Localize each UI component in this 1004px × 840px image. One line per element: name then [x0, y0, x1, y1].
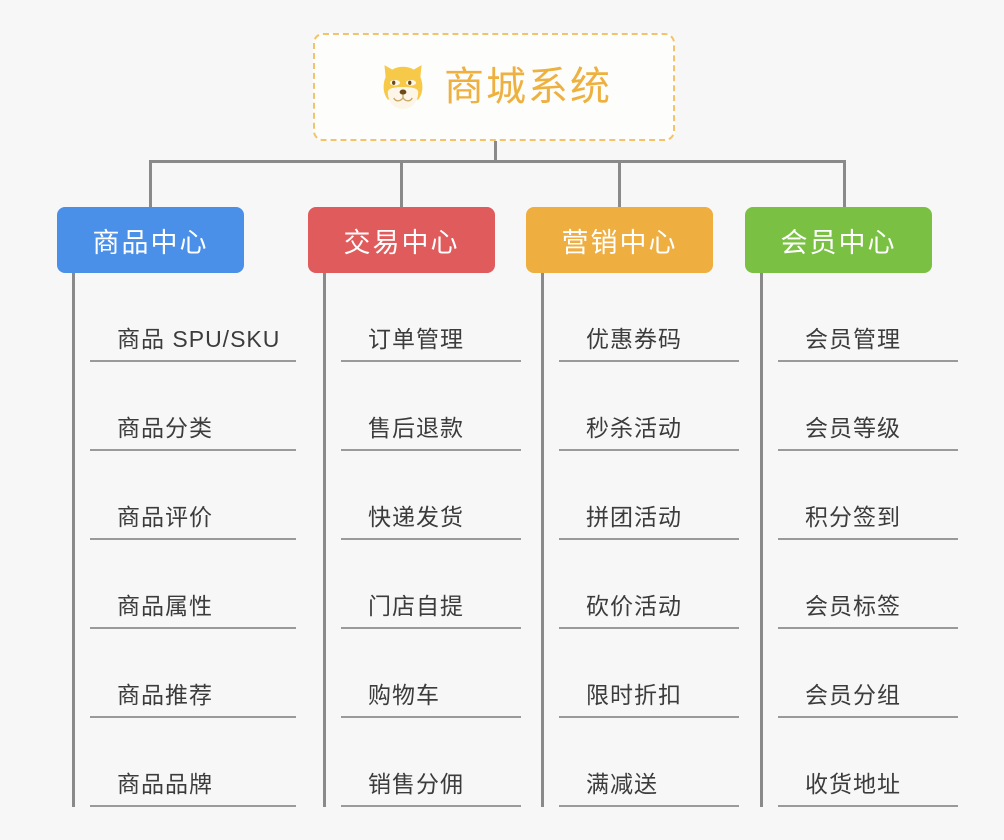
- list-item-label: 会员管理: [805, 325, 901, 352]
- column-header-label: 商品中心: [92, 227, 209, 258]
- list-item-label: 门店自提: [368, 592, 464, 619]
- list-item[interactable]: 拼团活动: [559, 451, 739, 540]
- root-node[interactable]: 商城系统: [313, 33, 675, 141]
- list-item-label: 售后退款: [368, 414, 464, 441]
- connector-drop-product-center: [149, 160, 152, 207]
- column-header-label: 营销中心: [561, 227, 678, 258]
- list-item[interactable]: 门店自提: [341, 540, 521, 629]
- column-header-label: 交易中心: [343, 227, 460, 258]
- list-item[interactable]: 收货地址: [778, 718, 958, 807]
- column-trade-center: 交易中心 订单管理 售后退款 快递发货 门店自提 购物车 销售分佣: [308, 207, 521, 807]
- list-item[interactable]: 商品 SPU/SKU: [90, 273, 296, 362]
- list-item[interactable]: 商品属性: [90, 540, 296, 629]
- column-items-product-center: 商品 SPU/SKU 商品分类 商品评价 商品属性 商品推荐 商品品牌: [72, 273, 296, 807]
- list-item-label: 商品评价: [117, 503, 213, 530]
- list-item[interactable]: 会员等级: [778, 362, 958, 451]
- shiba-dog-icon: [383, 65, 423, 109]
- list-item-label: 会员等级: [805, 414, 901, 441]
- list-item[interactable]: 购物车: [341, 629, 521, 718]
- list-item[interactable]: 会员管理: [778, 273, 958, 362]
- list-item-label: 商品品牌: [117, 770, 213, 797]
- column-header-marketing-center[interactable]: 营销中心: [526, 207, 713, 273]
- connector-drop-marketing-center: [618, 160, 621, 207]
- list-item[interactable]: 售后退款: [341, 362, 521, 451]
- list-item-label: 会员标签: [805, 592, 901, 619]
- connector-drop-member-center: [843, 160, 846, 207]
- connector-drop-trade-center: [400, 160, 403, 207]
- list-item[interactable]: 积分签到: [778, 451, 958, 540]
- list-item-label: 积分签到: [805, 503, 901, 530]
- list-item[interactable]: 秒杀活动: [559, 362, 739, 451]
- list-item[interactable]: 商品品牌: [90, 718, 296, 807]
- column-header-label: 会员中心: [780, 227, 897, 258]
- list-item[interactable]: 砍价活动: [559, 540, 739, 629]
- list-item[interactable]: 限时折扣: [559, 629, 739, 718]
- list-item[interactable]: 快递发货: [341, 451, 521, 540]
- list-item[interactable]: 商品评价: [90, 451, 296, 540]
- column-items-marketing-center: 优惠券码 秒杀活动 拼团活动 砍价活动 限时折扣 满减送: [541, 273, 739, 807]
- column-header-trade-center[interactable]: 交易中心: [308, 207, 495, 273]
- list-item-label: 优惠券码: [586, 325, 682, 352]
- list-item-label: 砍价活动: [586, 592, 682, 619]
- connector-horizontal-bus: [149, 160, 846, 163]
- list-item-label: 订单管理: [368, 325, 464, 352]
- column-member-center: 会员中心 会员管理 会员等级 积分签到 会员标签 会员分组 收货地址: [745, 207, 958, 807]
- column-header-member-center[interactable]: 会员中心: [745, 207, 932, 273]
- list-item-label: 购物车: [368, 681, 440, 708]
- list-item-label: 商品推荐: [117, 681, 213, 708]
- list-item-label: 会员分组: [805, 681, 901, 708]
- list-item-label: 商品分类: [117, 414, 213, 441]
- column-product-center: 商品中心 商品 SPU/SKU 商品分类 商品评价 商品属性 商品推荐 商品品牌: [57, 207, 296, 807]
- list-item[interactable]: 会员分组: [778, 629, 958, 718]
- list-item-label: 秒杀活动: [586, 414, 682, 441]
- list-item[interactable]: 商品分类: [90, 362, 296, 451]
- column-header-product-center[interactable]: 商品中心: [57, 207, 244, 273]
- list-item[interactable]: 销售分佣: [341, 718, 521, 807]
- column-marketing-center: 营销中心 优惠券码 秒杀活动 拼团活动 砍价活动 限时折扣 满减送: [526, 207, 739, 807]
- connector-root-stem: [494, 141, 497, 162]
- column-items-trade-center: 订单管理 售后退款 快递发货 门店自提 购物车 销售分佣: [323, 273, 521, 807]
- list-item[interactable]: 商品推荐: [90, 629, 296, 718]
- root-title: 商城系统: [444, 65, 612, 109]
- list-item-label: 商品 SPU/SKU: [117, 325, 281, 352]
- column-items-member-center: 会员管理 会员等级 积分签到 会员标签 会员分组 收货地址: [760, 273, 958, 807]
- list-item-label: 销售分佣: [368, 770, 464, 797]
- list-item[interactable]: 满减送: [559, 718, 739, 807]
- list-item-label: 拼团活动: [586, 503, 682, 530]
- list-item-label: 快递发货: [368, 503, 464, 530]
- list-item-label: 限时折扣: [586, 681, 682, 708]
- list-item-label: 商品属性: [117, 592, 213, 619]
- list-item-label: 满减送: [586, 770, 658, 797]
- list-item[interactable]: 订单管理: [341, 273, 521, 362]
- list-item-label: 收货地址: [805, 770, 901, 797]
- list-item[interactable]: 优惠券码: [559, 273, 739, 362]
- list-item[interactable]: 会员标签: [778, 540, 958, 629]
